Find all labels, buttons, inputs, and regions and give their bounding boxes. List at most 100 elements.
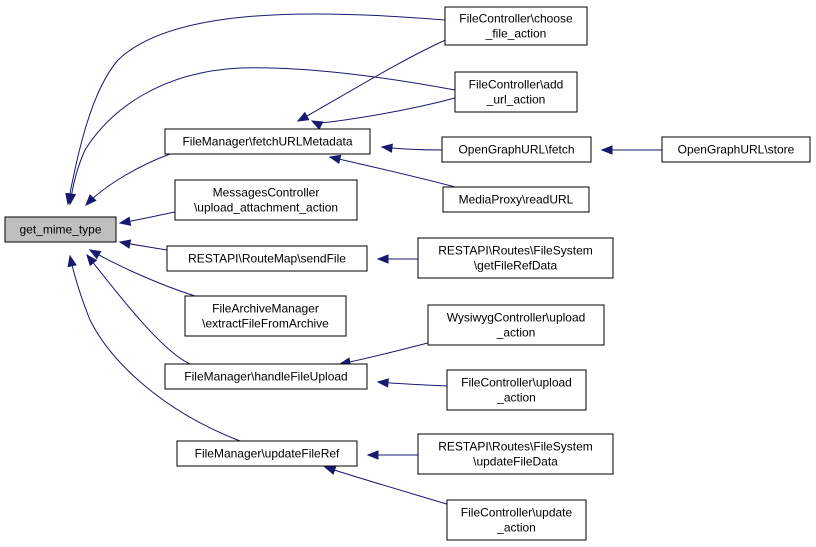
node-box (184, 295, 347, 337)
node-label: _url_action (486, 93, 546, 107)
edge-arrowhead (376, 254, 389, 264)
node-label: \extractFileFromArchive (202, 317, 329, 331)
edge-arrowhead (66, 192, 77, 206)
node-updateFileData[interactable]: RESTAPI\Routes\FileSystem\updateFileData (417, 433, 614, 475)
edge-line (324, 466, 451, 506)
edge-wysiwyg_upload-to-handleFileUpload (338, 342, 429, 367)
edge-line (86, 254, 191, 365)
node-box (427, 304, 605, 346)
node-label: OpenGraphURL\store (678, 143, 795, 157)
node-label: RESTAPI\RouteMap\sendFile (188, 252, 346, 266)
node-label: _action (496, 521, 536, 535)
node-label: FileController\choose (459, 12, 573, 26)
edge-arrowhead (328, 154, 342, 165)
node-label: FileManager\fetchURLMetadata (182, 135, 352, 149)
edge-line (69, 67, 456, 205)
node-box (441, 136, 592, 163)
node-fc_update[interactable]: FileController\update_action (446, 499, 587, 541)
node-label: RESTAPI\Routes\FileSystem (438, 440, 593, 454)
edge-upload_attachment-to-get_mime_type (118, 211, 176, 226)
edge-fc_upload-to-handleFileUpload (376, 378, 448, 388)
node-box (417, 237, 614, 279)
node-label: FileController\upload (461, 376, 572, 390)
edge-sendFile-to-get_mime_type (118, 239, 168, 251)
node-getFileRefData[interactable]: RESTAPI\Routes\FileSystem\getFileRefData (417, 237, 614, 279)
edge-updateFileRef-to-get_mime_type (67, 254, 241, 442)
node-label: _action (496, 391, 536, 405)
node-label: get_mime_type (19, 223, 101, 237)
node-sendFile[interactable]: RESTAPI\RouteMap\sendFile (166, 245, 368, 272)
edge-og_fetch-to-fetchURLMetadata (380, 143, 443, 153)
node-og_store[interactable]: OpenGraphURL\store (661, 136, 811, 163)
edge-fc_update-to-updateFileRef (323, 465, 451, 506)
node-label: WysiwygController\upload (447, 311, 586, 325)
node-extractFileFromArchive[interactable]: FileArchiveManager\extractFileFromArchiv… (184, 295, 347, 337)
node-label: _action (496, 326, 536, 340)
node-box (454, 71, 578, 113)
node-label: OpenGraphURL\fetch (458, 143, 574, 157)
node-add_url_action[interactable]: FileController\add_url_action (454, 71, 578, 113)
edge-add_url_action-to-fetchURLMetadata (310, 97, 456, 130)
edge-line (297, 37, 451, 122)
node-label: FileManager\updateFileRef (195, 447, 340, 461)
edge-arrowhead (67, 254, 77, 268)
node-box (176, 440, 358, 467)
node-choose_file_action[interactable]: FileController\choose_file_action (444, 6, 588, 46)
node-box (166, 245, 368, 272)
node-fc_upload[interactable]: FileController\upload_action (446, 369, 587, 411)
edge-arrowhead (323, 465, 337, 475)
node-box (446, 499, 587, 541)
edge-updateFileData-to-updateFileRef (366, 450, 419, 460)
edge-line (67, 13, 446, 205)
edge-readURL-to-fetchURLMetadata (328, 154, 456, 188)
edge-arrowhead (376, 378, 389, 388)
node-box (417, 433, 614, 475)
edge-arrowhead (85, 194, 97, 206)
edge-line (311, 97, 456, 124)
edge-arrowhead (88, 249, 102, 260)
edge-handleFileUpload-to-get_mime_type (86, 253, 191, 365)
edge-arrowhead (86, 253, 98, 267)
node-label: MessagesController (213, 186, 320, 200)
node-wysiwyg_upload[interactable]: WysiwygController\upload_action (427, 304, 605, 346)
node-box (4, 216, 117, 243)
node-box (164, 128, 371, 155)
edge-fetchURLMetadata-to-get_mime_type (85, 153, 171, 206)
edge-line (85, 153, 171, 206)
node-upload_attachment[interactable]: MessagesController\upload_attachment_act… (174, 179, 358, 221)
node-label: MediaProxy\readURL (459, 193, 574, 207)
edge-line (69, 255, 241, 442)
edge-arrowhead (118, 239, 132, 249)
edge-og_store-to-og_fetch (600, 145, 663, 155)
node-box (661, 136, 811, 163)
node-updateFileRef[interactable]: FileManager\updateFileRef (176, 440, 358, 467)
edge-extractFileFromArchive-to-get_mime_type (88, 249, 196, 297)
node-fetchURLMetadata[interactable]: FileManager\fetchURLMetadata (164, 128, 371, 155)
edge-add_url_action-to-get_mime_type (66, 67, 456, 206)
node-label: FileManager\handleFileUpload (184, 370, 347, 384)
node-box (174, 179, 358, 221)
node-label: RESTAPI\Routes\FileSystem (438, 244, 593, 258)
edge-arrowhead (600, 145, 613, 155)
node-label: FileArchiveManager (212, 302, 319, 316)
node-label: \updateFileData (473, 455, 558, 469)
edge-arrowhead (366, 450, 379, 460)
nodes-layer: get_mime_type FileManager\fetchURLMetadat… (4, 6, 811, 541)
node-box (444, 6, 588, 46)
node-box (442, 186, 590, 213)
node-box (164, 363, 368, 390)
node-label: FileController\add (469, 78, 564, 92)
edge-arrowhead (296, 111, 310, 122)
node-box (446, 369, 587, 411)
edges-layer (65, 13, 663, 506)
edge-line (339, 342, 429, 365)
node-label: _file_action (485, 27, 547, 41)
node-label: FileController\update (461, 506, 573, 520)
node-readURL[interactable]: MediaProxy\readURL (442, 186, 590, 213)
node-og_fetch[interactable]: OpenGraphURL\fetch (441, 136, 592, 163)
node-handleFileUpload[interactable]: FileManager\handleFileUpload (164, 363, 368, 390)
edge-arrowhead (118, 216, 132, 226)
node-get_mime_type[interactable]: get_mime_type (4, 216, 117, 243)
edge-getFileRefData-to-sendFile (376, 254, 418, 264)
